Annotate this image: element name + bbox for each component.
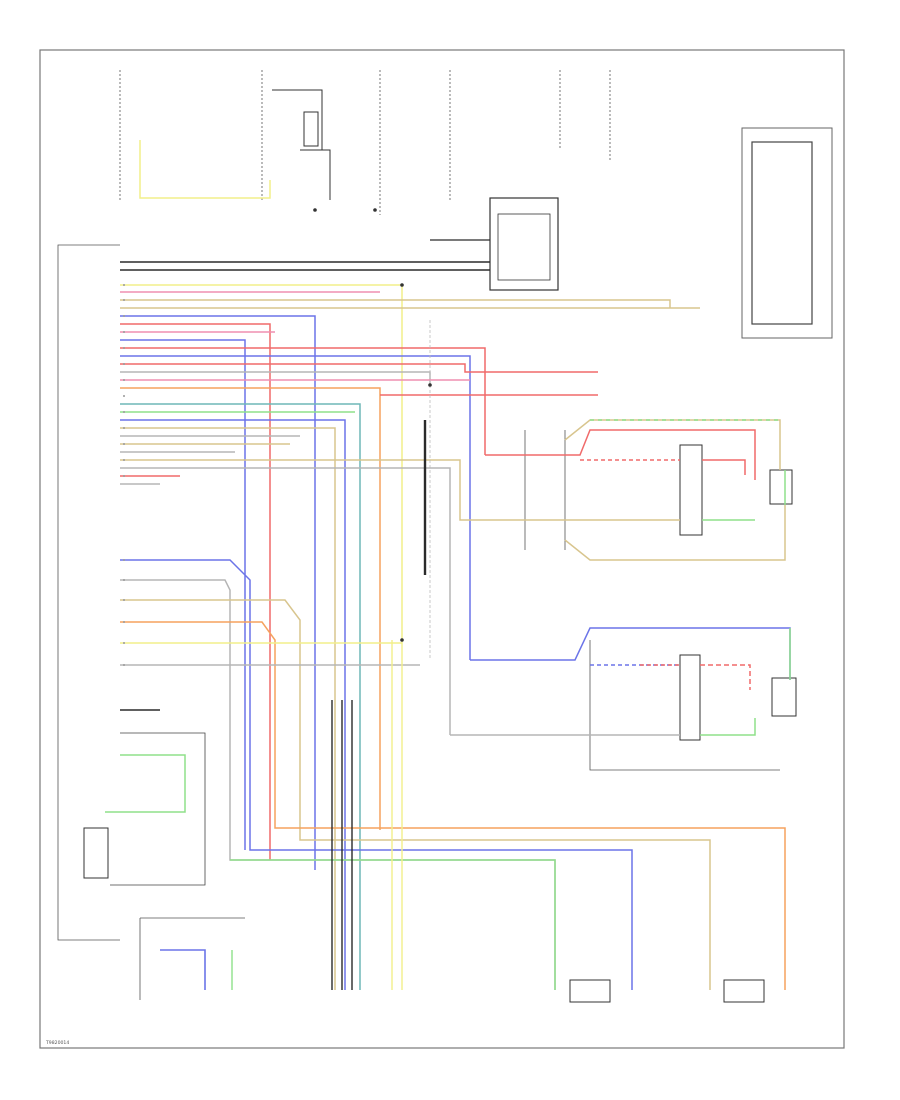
remote-control-box — [83, 827, 109, 879]
fuse-block-1 — [119, 70, 263, 200]
wire-blue-bl — [160, 949, 206, 990]
wire-gray-4 — [120, 467, 451, 735]
wire-tan-u3 — [564, 505, 786, 561]
right-speaker-box — [769, 469, 793, 505]
splice — [400, 638, 404, 642]
power-antenna-inner — [497, 213, 551, 281]
wire-blue-1 — [120, 315, 316, 870]
pin — [123, 315, 125, 317]
wire-red-u1 — [485, 429, 756, 480]
relay-box — [303, 111, 319, 147]
pin — [123, 459, 125, 461]
pin — [123, 664, 125, 666]
wire-blue-l1 — [470, 627, 791, 680]
pin — [123, 411, 125, 413]
pin — [123, 395, 125, 397]
wire-tan-1 — [120, 299, 671, 308]
wire-blue-4 — [120, 419, 346, 990]
wire-red-2 — [120, 347, 486, 455]
diagram-id: T9820014 — [45, 1040, 69, 1046]
pin — [123, 621, 125, 623]
wire-tan-2 — [120, 427, 336, 990]
wire-red-l3 — [700, 664, 751, 690]
bottom-left-bracket — [139, 917, 245, 1000]
pin — [123, 427, 125, 429]
wire-blue-s1 — [120, 559, 633, 990]
left-rear-speaker — [569, 979, 611, 1003]
wire-red-u3 — [702, 459, 746, 475]
wire-gray-1 — [120, 371, 431, 385]
wire-blue-3 — [120, 355, 471, 660]
wire-tan-s1 — [120, 599, 711, 990]
pin — [123, 331, 125, 333]
pin — [123, 599, 125, 601]
lower-module-bracket — [589, 640, 780, 771]
splice — [428, 383, 432, 387]
fuse-block-3 — [379, 70, 451, 215]
harness-wires — [120, 284, 700, 990]
steering-switch-box — [741, 127, 833, 339]
pin — [123, 347, 125, 349]
pin — [123, 475, 125, 477]
center-bundle — [331, 640, 403, 990]
splice — [373, 208, 377, 212]
pin — [123, 443, 125, 445]
wire-green-s1 — [230, 859, 556, 990]
diagram-border — [39, 49, 845, 1049]
pin — [123, 284, 125, 286]
right-rear-speaker — [723, 979, 765, 1003]
wire-green-s2 — [105, 754, 186, 813]
fuse-block-2 — [272, 89, 331, 200]
left-connector-pins — [123, 284, 125, 666]
pin — [123, 299, 125, 301]
lower-module-wires — [450, 627, 791, 736]
wire-blue-2 — [120, 339, 246, 850]
audio-unit-outline — [57, 244, 120, 941]
upper-module-wires — [485, 419, 786, 561]
splice — [400, 283, 404, 287]
wire-orange-s1 — [120, 621, 786, 990]
left-speaker-wires — [105, 559, 786, 990]
left-speaker-box — [771, 677, 797, 717]
pin — [123, 559, 125, 561]
wire-red-3 — [120, 363, 598, 373]
pin — [123, 379, 125, 381]
fuse-block-4 — [559, 70, 611, 160]
upper-module-bracket — [524, 430, 566, 550]
left-amp-box — [679, 654, 701, 741]
wire-gray-s3 — [110, 732, 206, 886]
power-antenna-box — [489, 197, 559, 291]
pin — [123, 642, 125, 644]
wire-orange-1 — [120, 387, 381, 830]
wire-green-l2 — [700, 718, 756, 736]
wire-tan-4 — [120, 459, 490, 521]
wire-red-1 — [120, 323, 271, 860]
steering-switch-inner — [751, 141, 813, 325]
wire-teal-1 — [120, 403, 361, 990]
splice-points — [313, 208, 432, 642]
pin — [123, 579, 125, 581]
wire-tan-u1 — [564, 419, 781, 470]
splice — [313, 208, 317, 212]
pin — [123, 363, 125, 365]
wire-yellow-top — [139, 140, 271, 199]
right-amp-box — [679, 444, 703, 536]
